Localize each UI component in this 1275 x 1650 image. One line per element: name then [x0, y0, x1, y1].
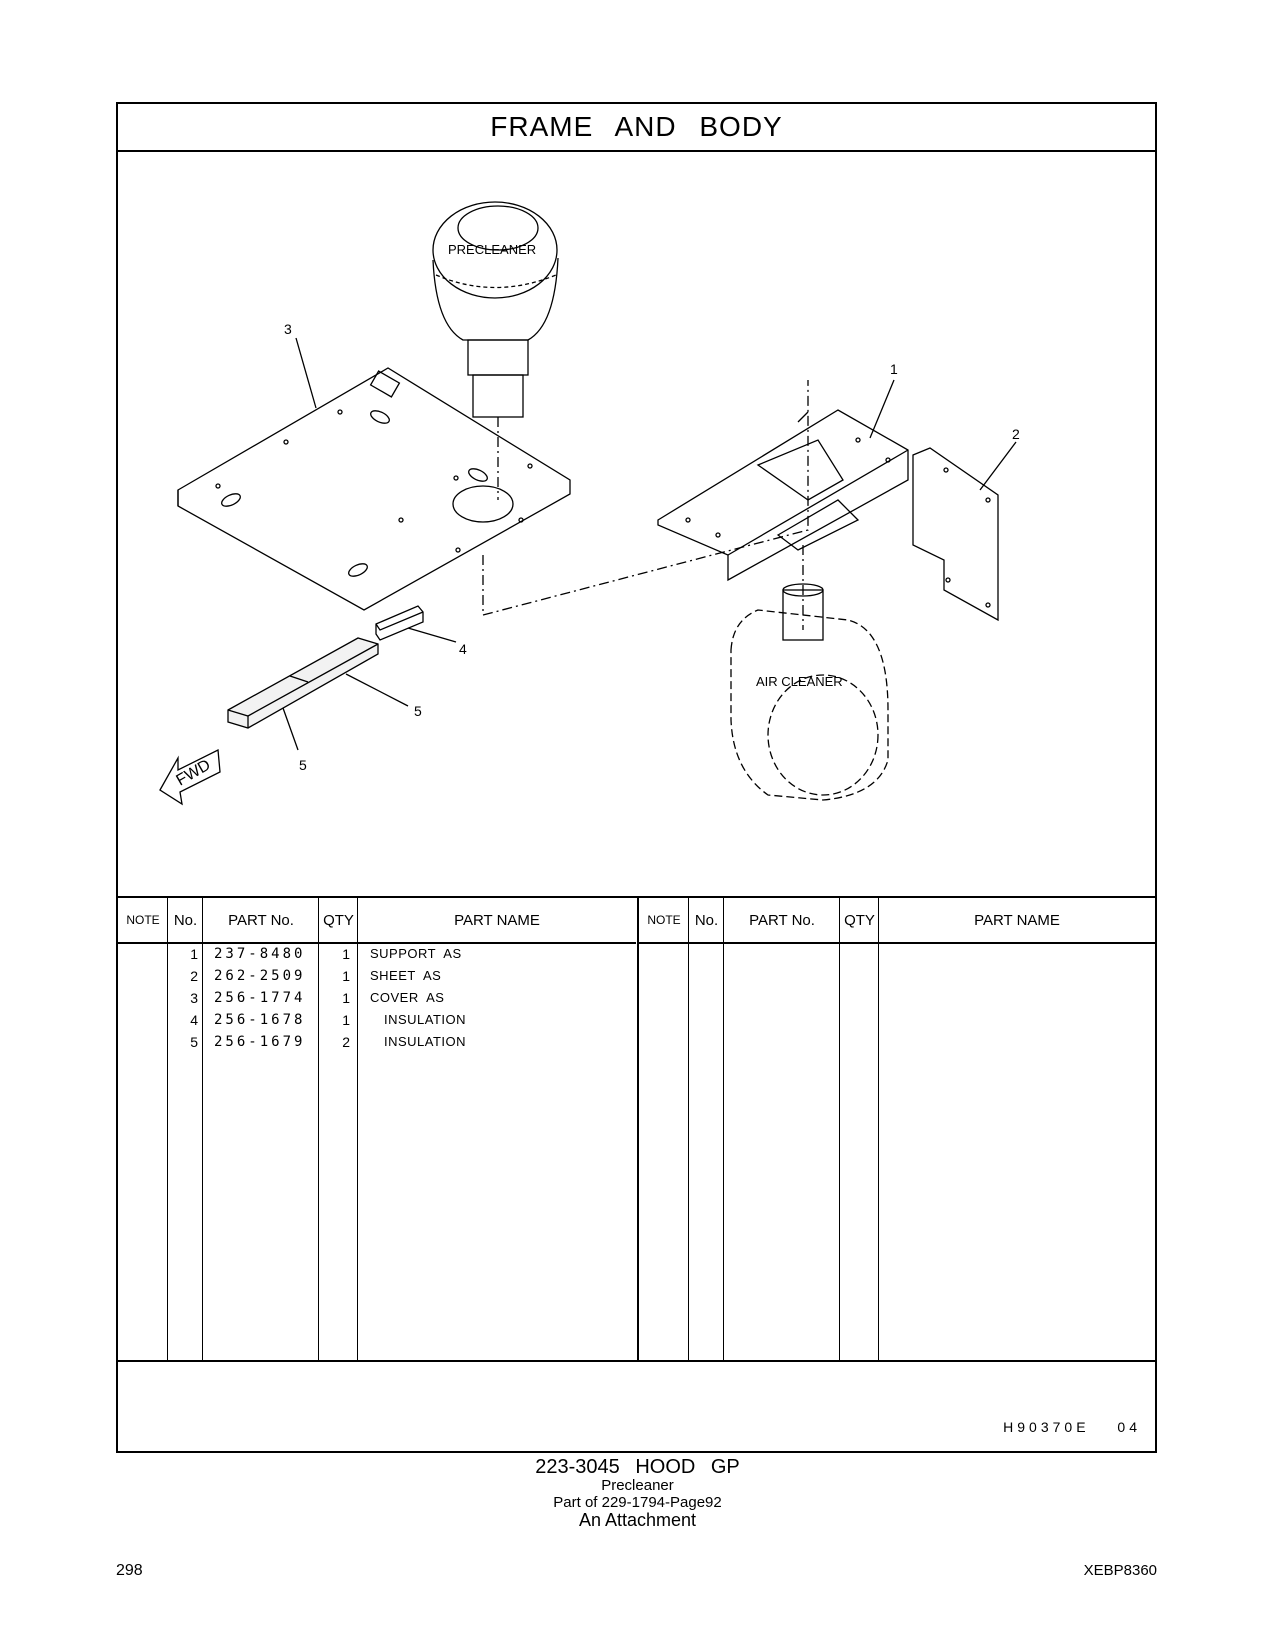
header-note: NOTE	[126, 913, 160, 927]
row-qty: 1	[342, 990, 350, 1006]
row-part-no: 256-1679	[214, 1034, 306, 1050]
air-cleaner-illustration	[730, 583, 889, 801]
parts-table: NOTE No. PART No. QTY PART NAME 1 237-848…	[118, 896, 1157, 1362]
col-part-no	[724, 898, 840, 1360]
caption-group-title: 223-3045 HOOD GP	[535, 1456, 740, 1478]
parts-table-right: NOTE No. PART No. QTY PART NAME	[637, 898, 1157, 1360]
row-qty: 1	[342, 1012, 350, 1028]
callout-3: 3	[284, 321, 292, 337]
row-part-name: SHEET AS	[370, 968, 442, 983]
header-part-no: PART No.	[228, 911, 294, 929]
caption-subtitle: Precleaner	[601, 1477, 674, 1494]
row-part-no: 256-1678	[214, 1012, 306, 1028]
table-row: 2 262-2509 1 SHEET AS	[118, 964, 636, 986]
row-part-name: INSULATION	[384, 1012, 467, 1027]
table-row: 5 256-1679 2 INSULATION	[118, 1030, 636, 1052]
header-part-name: PART NAME	[454, 911, 540, 929]
callout-2: 2	[1012, 426, 1020, 442]
row-no: 4	[190, 1012, 198, 1028]
col-note	[118, 898, 168, 1360]
row-part-name: INSULATION	[384, 1034, 467, 1049]
col-part-no	[203, 898, 319, 1360]
insulation-illustration	[227, 605, 424, 729]
table-row: 3 256-1774 1 COVER AS	[118, 986, 636, 1008]
callout-5a: 5	[414, 703, 422, 719]
page-number: 298	[116, 1562, 143, 1579]
row-part-no: 256-1774	[214, 990, 306, 1006]
row-no: 1	[190, 946, 198, 962]
caption-attachment: An Attachment	[578, 1510, 697, 1530]
col-qty	[840, 898, 879, 1360]
row-qty: 2	[342, 1034, 350, 1050]
col-no	[689, 898, 724, 1360]
precleaner-label: PRECLEANER	[448, 242, 536, 257]
cover-plate-illustration	[177, 367, 571, 611]
col-qty	[319, 898, 358, 1360]
sheet-illustration	[912, 447, 999, 622]
col-part-name	[879, 898, 1155, 1360]
row-part-no: 237-8480	[214, 946, 306, 962]
col-no	[168, 898, 203, 1360]
row-no: 3	[190, 990, 198, 1006]
air-cleaner-label: AIR CLEANER	[756, 674, 843, 689]
caption-part-of: Part of 229-1794-Page92	[553, 1494, 722, 1511]
forward-arrow-icon: FWD	[159, 748, 221, 806]
page-title-bar: FRAME AND BODY	[118, 104, 1155, 152]
exploded-view-drawing: PRECLEANER	[118, 150, 1155, 896]
header-qty: QTY	[323, 911, 354, 929]
callout-4: 4	[459, 641, 467, 657]
header-qty: QTY	[844, 911, 875, 929]
row-part-name: SUPPORT AS	[370, 946, 462, 961]
header-part-name: PART NAME	[974, 911, 1060, 929]
table-row: 1 237-8480 1 SUPPORT AS	[118, 942, 636, 964]
row-part-name: COVER AS	[370, 990, 445, 1005]
callout-1: 1	[890, 361, 898, 377]
illustration-reference: H90370E 04	[1003, 1419, 1141, 1435]
document-code: XEBP8360	[1083, 1562, 1157, 1579]
precleaner-illustration: PRECLEANER	[432, 201, 559, 500]
header-no: No.	[173, 911, 198, 929]
row-part-no: 262-2509	[214, 968, 306, 984]
parts-table-left: NOTE No. PART No. QTY PART NAME 1 237-848…	[118, 898, 636, 1360]
row-qty: 1	[342, 968, 350, 984]
callout-5b: 5	[299, 757, 307, 773]
row-no: 5	[190, 1034, 198, 1050]
header-note: NOTE	[647, 913, 681, 927]
page-title: FRAME AND BODY	[490, 111, 783, 142]
parts-page-frame: FRAME AND BODY PRECLEANER	[116, 102, 1157, 1453]
header-part-no: PART No.	[749, 911, 815, 929]
table-header: NOTE No. PART No. QTY PART NAME	[639, 898, 1157, 944]
col-note	[639, 898, 689, 1360]
row-no: 2	[190, 968, 198, 984]
table-row: 4 256-1678 1 INSULATION	[118, 1008, 636, 1030]
header-no: No.	[694, 911, 719, 929]
table-header: NOTE No. PART No. QTY PART NAME	[118, 898, 636, 944]
row-qty: 1	[342, 946, 350, 962]
support-illustration	[657, 409, 909, 582]
